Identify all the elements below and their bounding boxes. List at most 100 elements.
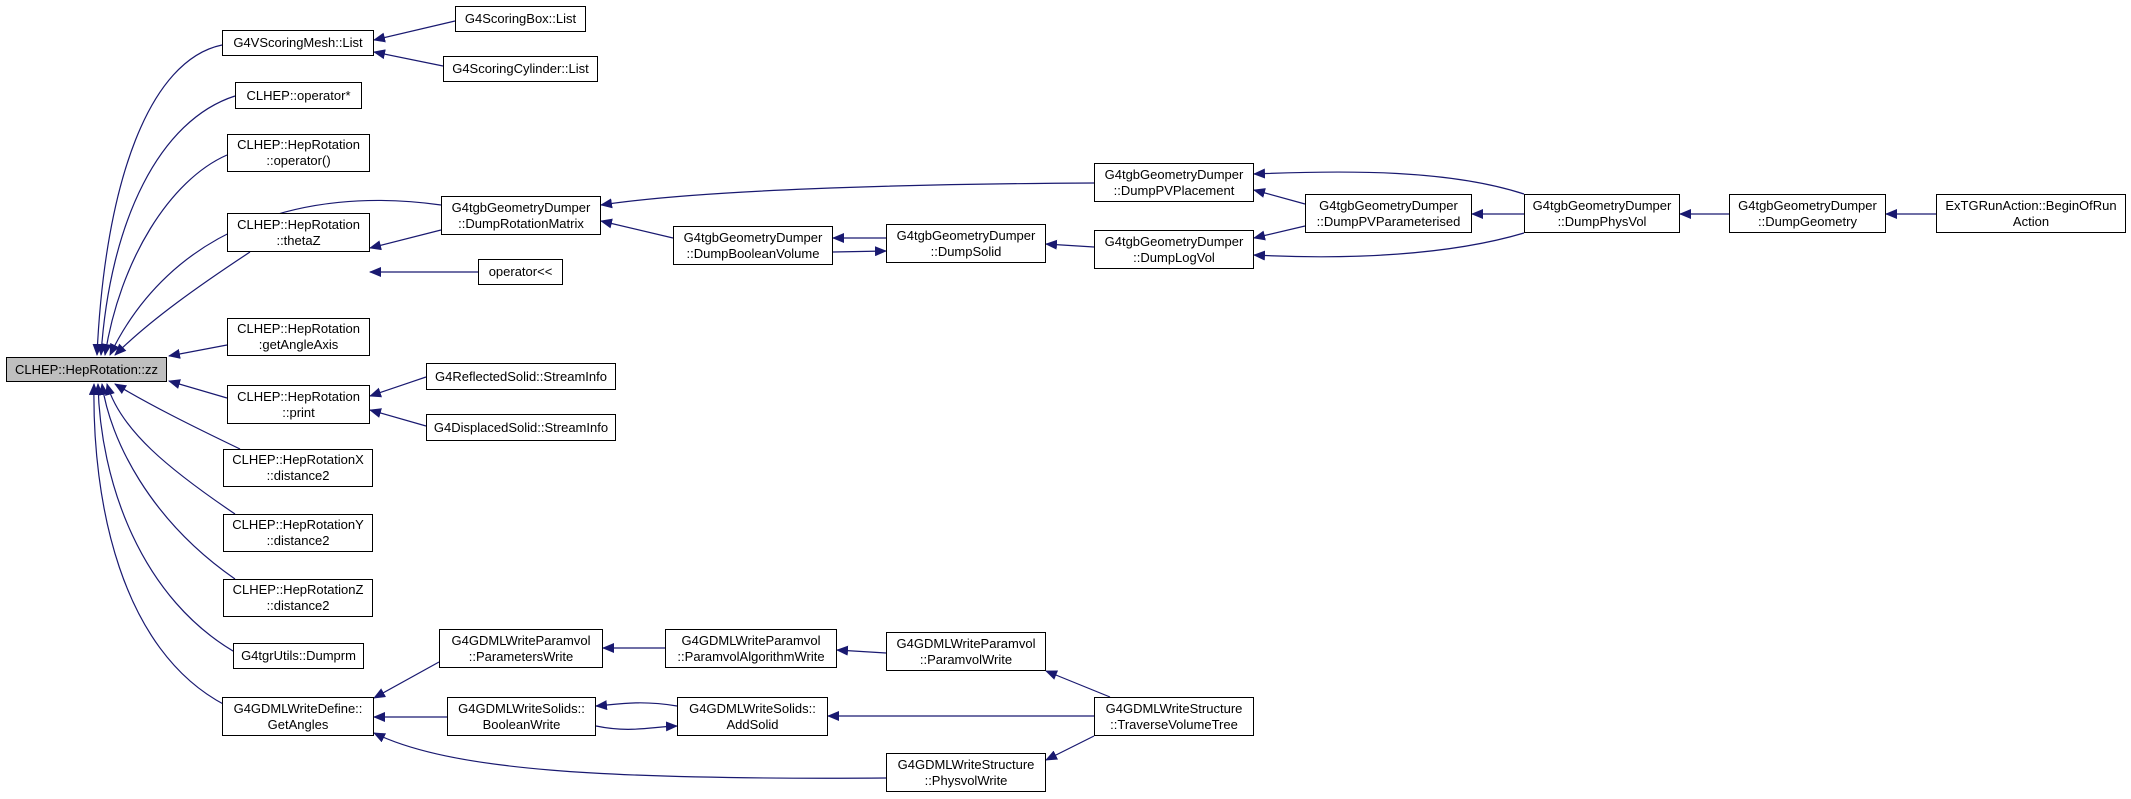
node-label-line: G4tgbGeometryDumper	[1104, 166, 1244, 182]
node-label-line: ::thetaZ	[276, 232, 321, 248]
e-tgr-root	[93, 383, 241, 656]
node-reflected-solid-streaminfo[interactable]: G4ReflectedSolid::StreamInfo	[426, 363, 616, 390]
node-dump-boolean-volume[interactable]: G4tgbGeometryDumper::DumpBooleanVolume	[673, 226, 833, 265]
node-operator-stream[interactable]: operator<<	[478, 259, 563, 285]
node-label-line: CLHEP::HepRotation::zz	[14, 361, 159, 377]
node-label-line: G4tgbGeometryDumper	[896, 227, 1036, 243]
e-getax-root	[168, 344, 228, 359]
node-label-line: G4tgrUtils::Dumprm	[241, 648, 356, 663]
node-label-line: ::print	[282, 404, 315, 420]
node-label-line: G4GDMLWriteParamvol	[451, 632, 591, 648]
node-label-line: CLHEP::operator*	[246, 87, 351, 103]
node-label-line: ::ParamvolAlgorithmWrite	[677, 648, 825, 664]
node-label-line: G4GDMLWriteStructure	[897, 756, 1035, 772]
e-print-root	[168, 379, 228, 399]
node-label-line: G4tgbGeometryDumper	[451, 199, 591, 215]
node-traverse-volume-tree[interactable]: G4GDMLWriteStructure::TraverseVolumeTree	[1094, 697, 1254, 736]
node-label-line: G4tgbGeometryDumper	[1319, 197, 1458, 213]
node-label-line: CLHEP::HepRotation	[237, 137, 360, 152]
e-gdef-root	[88, 383, 226, 706]
node-tgr-utils-dumprm[interactable]: G4tgrUtils::Dumprm	[233, 643, 364, 669]
e-opstar-root	[96, 95, 236, 356]
node-label-line: ::DumpPVPlacement	[1113, 182, 1235, 198]
node-physvol-write[interactable]: G4GDMLWriteStructure::PhysvolWrite	[886, 753, 1046, 792]
e-bwrite-addsol	[595, 721, 678, 732]
node-dump-rotation-matrix[interactable]: G4tgbGeometryDumper::DumpRotationMatrix	[441, 196, 601, 235]
node-label-line: ::operator()	[266, 153, 331, 168]
e-pwrite-gdef	[373, 661, 440, 699]
node-hep-rotation-thetaz[interactable]: CLHEP::HepRotation::thetaZ	[227, 213, 370, 252]
e-roty-root	[105, 383, 236, 515]
node-hep-rotation-operator-call[interactable]: CLHEP::HepRotation::operator()	[227, 134, 370, 172]
node-dump-phys-vol[interactable]: G4tgbGeometryDumper::DumpPhysVol	[1524, 194, 1680, 233]
node-label-line: ::DumpSolid	[930, 243, 1002, 259]
e-physw-gdef	[373, 732, 887, 779]
node-paramvol-parameters-write[interactable]: G4GDMLWriteParamvol::ParametersWrite	[439, 629, 603, 668]
e-thetaz-root	[114, 251, 251, 356]
node-label-line: CLHEP::HepRotationX	[232, 452, 364, 467]
node-write-solids-add-solid[interactable]: G4GDMLWriteSolids::AddSolid	[677, 697, 828, 736]
node-label-line: G4GDMLWriteParamvol	[681, 632, 821, 648]
node-clhep-operator-star[interactable]: CLHEP::operator*	[235, 82, 362, 109]
node-paramvol-write[interactable]: G4GDMLWriteParamvol::ParamvolWrite	[886, 632, 1046, 671]
node-label-line: G4ReflectedSolid::StreamInfo	[435, 368, 607, 384]
node-label-line: G4tgbGeometryDumper	[683, 229, 823, 245]
node-hep-rotation-z-distance2[interactable]: CLHEP::HepRotationZ::distance2	[223, 579, 373, 617]
node-scoring-cylinder-list[interactable]: G4ScoringCylinder::List	[443, 56, 598, 82]
node-dump-solid[interactable]: G4tgbGeometryDumper::DumpSolid	[886, 224, 1046, 263]
node-label-line: G4ScoringBox::List	[464, 11, 577, 26]
node-label-line: ExTGRunAction::BeginOfRun	[1945, 197, 2117, 213]
node-label-line: ::ParametersWrite	[468, 648, 574, 664]
node-hep-rotation-x-distance2[interactable]: CLHEP::HepRotationX::distance2	[223, 449, 373, 487]
node-label-line: ::DumpPVParameterised	[1316, 213, 1461, 229]
node-label-line: G4ScoringCylinder::List	[452, 61, 589, 76]
e-trav-pvw	[1045, 670, 1111, 698]
e-dlog-dsolid	[1045, 239, 1095, 250]
e-vsm-root	[92, 44, 223, 356]
node-label-line: CLHEP::HepRotationZ	[232, 582, 364, 597]
node-scoring-box-list[interactable]: G4ScoringBox::List	[455, 6, 586, 32]
node-label-line: CLHEP::HepRotation	[237, 321, 360, 336]
node-hep-rotation-zz: CLHEP::HepRotation::zz	[6, 357, 167, 382]
node-dump-geometry[interactable]: G4tgbGeometryDumper::DumpGeometry	[1729, 194, 1886, 233]
node-label-line: :getAngleAxis	[258, 337, 339, 352]
edges	[88, 20, 1936, 779]
e-dbool-dsolid	[832, 246, 887, 257]
node-label-line: G4tgbGeometryDumper	[1532, 197, 1672, 213]
node-label-line: G4VScoringMesh::List	[233, 35, 363, 50]
node-label-line: ::ParamvolWrite	[919, 651, 1013, 667]
node-write-solids-boolean-write[interactable]: G4GDMLWriteSolids::BooleanWrite	[447, 697, 596, 736]
node-label-line: G4tgbGeometryDumper	[1104, 233, 1244, 249]
node-label-line: Action	[2012, 213, 2050, 229]
e-refl-print	[369, 376, 427, 398]
node-paramvol-algorithm-write[interactable]: G4GDMLWriteParamvol::ParamvolAlgorithmWr…	[665, 629, 837, 668]
e-opcall-root	[101, 154, 228, 356]
node-label-line: ::DumpPhysVol	[1557, 213, 1647, 229]
node-gdml-write-define-getangles[interactable]: G4GDMLWriteDefine::GetAngles	[222, 697, 374, 736]
e-rotx-root	[114, 383, 241, 450]
node-label-line: G4tgbGeometryDumper	[1738, 197, 1877, 213]
node-label-line: G4GDMLWriteDefine::	[233, 700, 363, 716]
node-dump-log-vol[interactable]: G4tgbGeometryDumper::DumpLogVol	[1094, 230, 1254, 269]
e-dpvpar-dlog	[1253, 225, 1306, 241]
node-get-angle-axis[interactable]: CLHEP::HepRotation:getAngleAxis	[227, 318, 370, 356]
node-dump-pv-placement[interactable]: G4tgbGeometryDumper::DumpPVPlacement	[1094, 163, 1254, 202]
node-label-line: G4GDMLWriteSolids::	[458, 700, 585, 716]
node-label-line: G4DisplacedSolid::StreamInfo	[433, 419, 609, 435]
e-disp-print	[369, 408, 427, 427]
node-label-line: ::distance2	[266, 598, 330, 613]
node-label-line: AddSolid	[726, 716, 779, 732]
node-label-line: ::DumpRotationMatrix	[458, 215, 584, 231]
node-label-line: CLHEP::HepRotationY	[232, 517, 364, 532]
node-label-line: GetAngles	[267, 716, 329, 732]
node-dump-pv-parameterised[interactable]: G4tgbGeometryDumper::DumpPVParameterised	[1305, 194, 1472, 233]
node-hep-rotation-print[interactable]: CLHEP::HepRotation::print	[227, 385, 370, 424]
e-dphys-dpvpl	[1253, 168, 1525, 195]
node-vscoring-mesh-list[interactable]: G4VScoringMesh::List	[222, 30, 374, 56]
node-hep-rotation-y-distance2[interactable]: CLHEP::HepRotationY::distance2	[223, 514, 373, 552]
node-displaced-solid-streaminfo[interactable]: G4DisplacedSolid::StreamInfo	[426, 414, 616, 441]
node-label-line: CLHEP::HepRotation	[237, 388, 360, 404]
node-label-line: ::PhysvolWrite	[924, 772, 1008, 788]
